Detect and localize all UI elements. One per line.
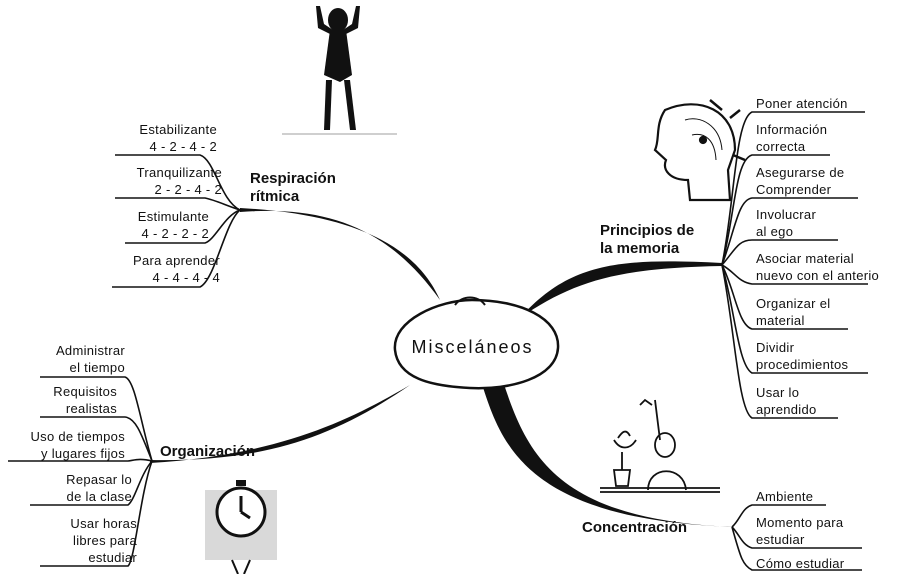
item-line: Usar lo	[756, 385, 800, 400]
item-line: estudiar	[756, 532, 805, 547]
item-line: de la clase	[66, 489, 132, 504]
item-line: Cómo estudiar	[756, 556, 845, 571]
memoria-item: Asegurarse de Comprender	[756, 164, 844, 198]
central-blob-knot	[454, 296, 486, 306]
item-line: estudiar	[88, 550, 137, 565]
branch-title-concentracion: Concentración	[582, 519, 688, 536]
concentracion-item: Cómo estudiar	[756, 555, 844, 572]
respiracion-item: Estimulante 4 - 2 - 2 - 2	[138, 208, 209, 242]
branch-memoria	[520, 261, 722, 318]
item-line: correcta	[756, 139, 806, 154]
item-line: Estimulante	[137, 209, 209, 224]
memoria-item: Usar lo aprendido	[756, 384, 817, 418]
memoria-item: Dividir procedimientos	[756, 339, 848, 373]
organizacion-item: Repasar lo de la clase	[66, 471, 132, 505]
memoria-item: Poner atención	[756, 95, 848, 112]
memoria-item: Organizar el material	[756, 295, 830, 329]
item-line: Uso de tiempos	[30, 429, 125, 444]
item-line: Organizar el	[756, 296, 831, 311]
respiracion-leaf-lines	[112, 154, 241, 288]
item-line: 4 - 4 - 4 - 4	[152, 270, 220, 285]
item-line: el tiempo	[69, 360, 125, 375]
item-line: Requisitos	[53, 384, 117, 399]
item-line: al ego	[756, 224, 794, 239]
stopwatch-icon	[205, 480, 277, 574]
head-brain-icon	[653, 99, 746, 202]
item-line: 2 - 2 - 4 - 2	[154, 182, 222, 197]
item-line: Usar horas	[70, 516, 137, 531]
central-topic: Misceláneos	[411, 336, 534, 357]
item-line: Tranquilizante	[136, 165, 222, 180]
concentracion-leaf-lines	[731, 504, 862, 571]
item-line: nuevo con el anterio	[756, 268, 880, 283]
memoria-title-line: la memoria	[600, 240, 680, 257]
student-raising-hand-icon	[600, 398, 720, 493]
respiracion-title-line: rítmica	[250, 188, 300, 205]
respiracion-title-line: Respiración	[250, 170, 336, 187]
memoria-item: Información correcta	[756, 121, 827, 155]
branch-title-respiracion: Respiración rítmica	[250, 170, 336, 206]
item-line: procedimientos	[756, 357, 849, 372]
organizacion-item: Administrar el tiempo	[56, 342, 125, 376]
item-line: Asociar material	[756, 251, 854, 266]
memoria-item: Asociar material nuevo con el anterio	[756, 250, 902, 284]
branch-concentracion	[480, 372, 735, 527]
branch-title-memoria: Principios de la memoria	[600, 222, 694, 258]
memoria-leaf-lines	[721, 111, 868, 419]
item-line: y lugares fijos	[41, 446, 125, 461]
organizacion-item: Requisitos realistas	[53, 383, 117, 417]
memoria-title-line: Principios de	[600, 222, 695, 239]
person-arms-raised-icon	[282, 6, 397, 135]
item-line: Para aprender	[132, 253, 220, 268]
item-line: 4 - 2 - 4 - 2	[149, 139, 217, 154]
item-line: realistas	[65, 401, 117, 416]
respiracion-item: Para aprender 4 - 4 - 4 - 4	[133, 252, 220, 286]
respiracion-item: Estabilizante 4 - 2 - 4 - 2	[139, 121, 217, 155]
item-line: Información	[756, 122, 828, 137]
item-line: Ambiente	[756, 489, 814, 504]
item-line: aprendido	[756, 402, 817, 417]
item-line: Estabilizante	[139, 122, 217, 137]
organizacion-item: Usar horas libres para estudiar	[70, 515, 137, 566]
organizacion-item: Uso de tiempos y lugares fijos	[30, 428, 125, 462]
concentracion-item: Momento para estudiar	[756, 514, 843, 548]
item-line: Dividir	[756, 340, 795, 355]
central-blob	[393, 298, 560, 390]
item-line: Repasar lo	[66, 472, 132, 487]
item-line: Administrar	[55, 343, 125, 358]
memoria-item: Involucrar al ego	[756, 206, 816, 240]
item-line: libres para	[73, 533, 137, 548]
item-line: Momento para	[756, 515, 844, 530]
branch-respiracion	[240, 208, 440, 300]
respiracion-item: Tranquilizante 2 - 2 - 4 - 2	[137, 164, 222, 198]
item-line: Comprender	[756, 182, 832, 197]
item-line: Poner atención	[756, 96, 848, 111]
item-line: material	[756, 313, 805, 328]
item-line: 4 - 2 - 2 - 2	[141, 226, 209, 241]
branch-title-organizacion: Organización	[160, 443, 256, 460]
item-line: Asegurarse de	[756, 165, 845, 180]
concentracion-item: Ambiente	[756, 488, 813, 505]
organizacion-leaf-lines	[8, 376, 153, 567]
item-line: Involucrar	[756, 207, 817, 222]
